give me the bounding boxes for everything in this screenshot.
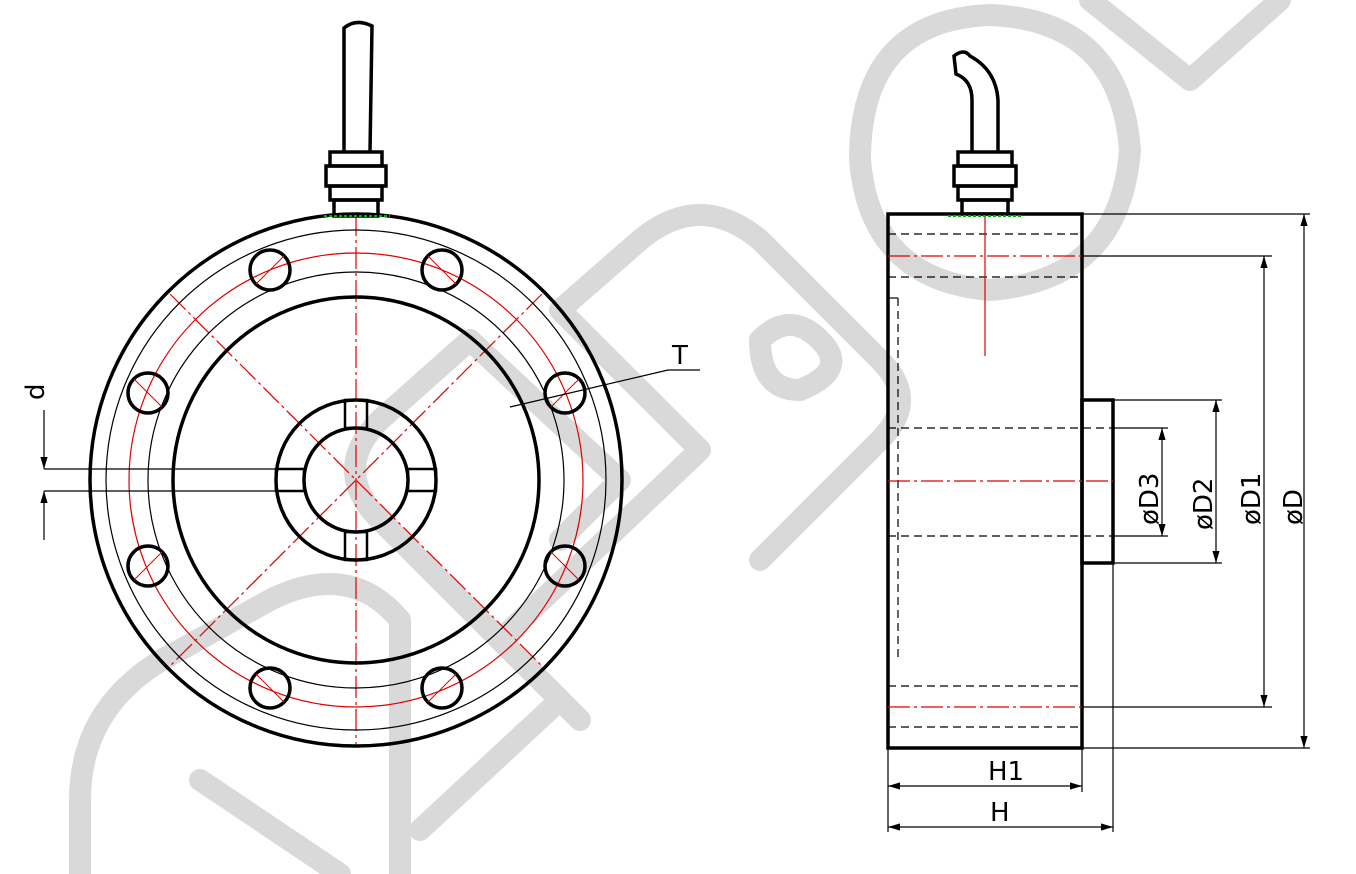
bolt-hole (126, 544, 170, 588)
bolt-hole (248, 248, 292, 292)
label-D1: øD1 (1237, 473, 1267, 525)
label-D: øD (1279, 489, 1309, 525)
label-D3: øD3 (1135, 473, 1165, 525)
label-T: T (671, 341, 688, 371)
side-view: øD øD1 øD2 øD3 H1 H (886, 50, 1310, 832)
front-view: d T (21, 20, 700, 748)
label-D2: øD2 (1189, 478, 1219, 530)
cable-gland (324, 20, 390, 218)
watermark (69, 0, 1291, 874)
bolt-hole (543, 371, 587, 415)
bolt-holes (126, 248, 587, 710)
side-cable-gland (948, 50, 1022, 217)
dimension-d: d (21, 383, 276, 540)
label-H1: H1 (988, 757, 1024, 787)
bolt-hole (543, 544, 587, 588)
bolt-hole (420, 666, 464, 710)
bolt-hole (126, 371, 170, 415)
bolt-hole (420, 248, 464, 292)
dimension-T: T (509, 341, 700, 408)
label-H: H (990, 798, 1010, 828)
label-d: d (21, 383, 51, 400)
bolt-hole (248, 666, 292, 710)
